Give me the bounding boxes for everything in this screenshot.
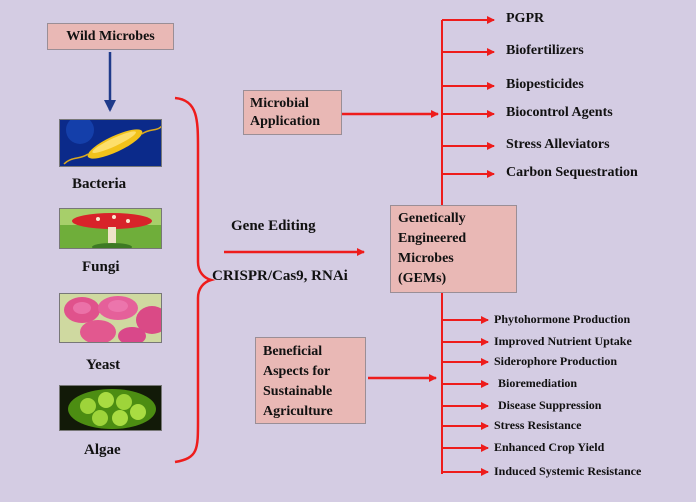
fungi-image [59,208,162,249]
algae-label: Algae [84,442,121,458]
beneficial-line-4: Agriculture [263,404,333,419]
beneficial-line-3: Sustainable [263,384,333,399]
microbial-application-box: Microbial Application [243,90,342,135]
application-item-biofertilizers: Biofertilizers [506,43,584,58]
beneficial-item-siderophore: Siderophore Production [494,354,618,368]
gene-editing-label: Gene Editing [231,218,316,234]
beneficial-item-systemic-resistance: Induced Systemic Resistance [494,464,642,478]
wild-microbes-label: Wild Microbes [66,29,155,44]
fungi-label: Fungi [82,259,120,275]
beneficial-line-1: Beneficial [263,344,323,359]
gems-line-2: Engineered [398,231,467,246]
beneficial-item-nutrient-uptake: Improved Nutrient Uptake [494,334,632,348]
gems-box: Genetically Engineered Microbes (GEMs) [390,205,517,293]
bacteria-label: Bacteria [72,176,127,192]
wild-microbes-box: Wild Microbes [47,23,174,50]
gems-line-4: (GEMs) [398,271,447,286]
beneficial-item-phytohormone: Phytohormone Production [494,312,631,326]
beneficial-line-2: Aspects for [263,364,331,379]
gems-line-1: Genetically [398,211,466,226]
yeast-label: Yeast [86,357,121,373]
application-item-biopesticides: Biopesticides [506,77,584,92]
application-item-biocontrol-agents: Biocontrol Agents [506,105,613,120]
application-item-carbon-sequestration: Carbon Sequestration [506,165,638,180]
beneficial-item-crop-yield: Enhanced Crop Yield [494,440,605,454]
application-line-2: Application [250,114,321,129]
beneficial-aspects-box: Beneficial Aspects for Sustainable Agric… [255,337,366,424]
beneficial-item-disease-suppression: Disease Suppression [498,398,602,412]
application-item-pgpr: PGPR [506,11,545,26]
organism-brace [174,96,216,464]
gems-line-3: Microbes [398,251,454,266]
editing-methods-label: CRISPR/Cas9, RNAi [212,268,348,284]
bacteria-image [59,119,162,167]
beneficial-item-stress-resistance: Stress Resistance [494,418,582,432]
beneficial-item-bioremediation: Bioremediation [498,376,578,390]
application-item-stress-alleviators: Stress Alleviators [506,137,610,152]
algae-image [59,385,162,431]
application-line-1: Microbial [250,96,309,111]
yeast-image [59,293,162,343]
